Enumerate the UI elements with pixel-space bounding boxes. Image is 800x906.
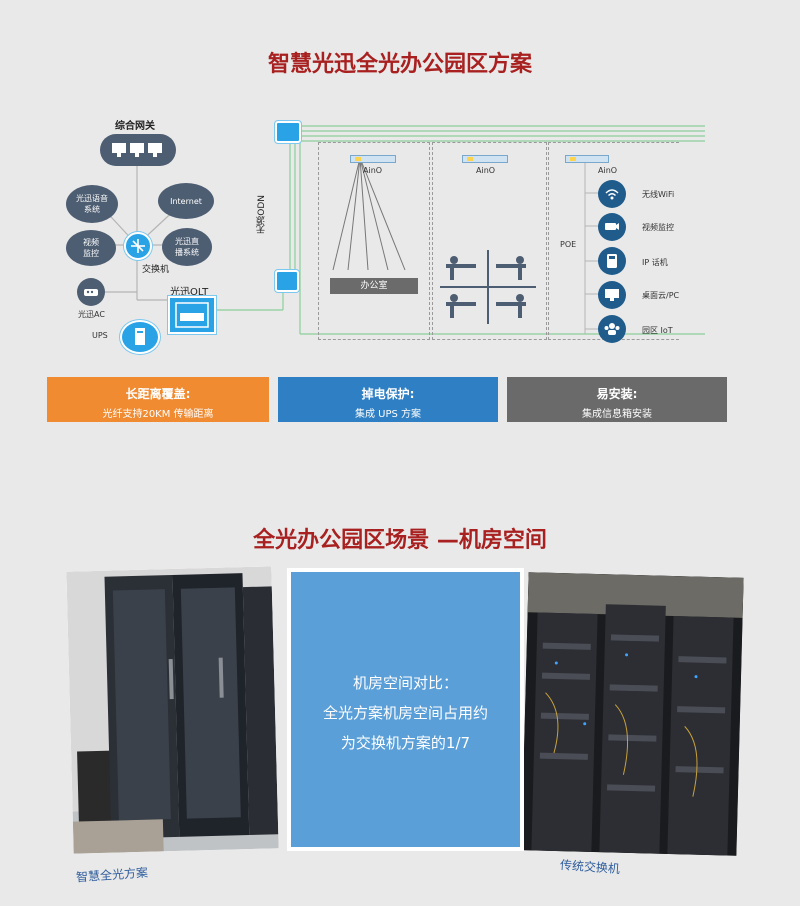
cloud-live-broadcast: 光迅直 播系统 (162, 228, 212, 266)
feature-subtitle: 集成信息箱安装 (582, 409, 652, 420)
feature-title: 掉电保护: (361, 387, 415, 401)
feature-subtitle: 光纤支持20KM 传输距离 (102, 409, 214, 420)
ac-label: 光迅AC (78, 310, 105, 319)
cloud-label: 光迅直 播系统 (175, 237, 199, 257)
ac-icon (77, 278, 105, 306)
caption-traditional-switch: 传统交换机 (559, 857, 621, 877)
office-desks-icon (440, 250, 536, 324)
caption-optical-solution: 智慧全光方案 (75, 865, 149, 885)
monitor-icon (598, 281, 626, 309)
device-label-phone: IP 话机 (642, 258, 668, 267)
feature-subtitle: 集成 UPS 方案 (354, 409, 422, 420)
gateway-label: 综合网关 (115, 121, 155, 132)
feature-title: 易安装: (596, 387, 638, 401)
splitter-mid-icon (275, 270, 299, 292)
poe-label: POE (560, 240, 577, 249)
compare-panel: 机房空间对比： 全光方案机房空间占用约 为交换机方案的1/7 (291, 572, 520, 847)
ups-icon (120, 320, 160, 354)
photo-traditional-switch-room (521, 572, 744, 856)
feature-easy-install: 易安装: 集成信息箱安装 (507, 377, 727, 422)
compare-text: 机房空间对比： 全光方案机房空间占用约 为交换机方案的1/7 (291, 668, 520, 758)
feature-title: 长距离覆盖: (125, 387, 191, 401)
olt-device-icon (168, 296, 216, 334)
phone-icon (598, 247, 626, 275)
cloud-video-surveillance: 视频 监控 (66, 230, 116, 266)
aino-device-icon (350, 155, 396, 163)
cloud-voice-system: 光迅语音 系统 (66, 185, 118, 223)
device-label-iot: 园区 IoT (642, 326, 673, 335)
aino-label: AinO (598, 166, 618, 175)
cloud-label: 视频 监控 (83, 238, 99, 258)
compare-line-1: 机房空间对比： (352, 674, 458, 692)
office-zone-right (432, 142, 547, 340)
gateway-icon (100, 134, 176, 166)
office-zone-left (318, 142, 430, 340)
device-label-camera: 视频监控 (642, 223, 674, 232)
camera-icon (598, 213, 626, 241)
compare-panel-frame: 机房空间对比： 全光方案机房空间占用约 为交换机方案的1/7 (287, 568, 524, 851)
aino-label: AinO (363, 166, 383, 175)
network-lines (92, 125, 705, 335)
switch-label: 交换机 (142, 265, 170, 275)
compare-line-3: 为交换机方案的1/7 (340, 734, 471, 752)
feature-power-protection: 掉电保护: 集成 UPS 方案 (278, 377, 498, 422)
olt-label: 光迅OLT (170, 287, 209, 298)
page-title: 智慧光迅全光办公园区方案 (267, 52, 532, 77)
device-label-wifi: 无线WiFi (642, 190, 675, 199)
splitter-top-icon (275, 121, 301, 143)
cloud-label: Internet (170, 196, 202, 206)
aino-label: AinO (476, 166, 496, 175)
section-title: 全光办公园区场景 —机房空间 (253, 528, 547, 553)
ups-label: UPS (92, 331, 108, 340)
feature-long-distance: 长距离覆盖: 光纤支持20KM 传输距离 (47, 377, 269, 422)
aino-device-icon (462, 155, 508, 163)
cloud-label: 光迅语音 系统 (76, 194, 108, 214)
compare-line-2: 全光方案机房空间占用约 (322, 704, 488, 722)
office-label: 办公室 (330, 278, 418, 294)
device-label-pc: 桌面云/PC (642, 291, 680, 300)
odn-label: 无源ODN (257, 195, 267, 234)
photo-optical-server-room (66, 566, 279, 854)
cloud-internet: Internet (158, 183, 214, 219)
wifi-icon (598, 180, 626, 208)
switch-icon (124, 232, 152, 260)
people-icon (598, 315, 626, 343)
aino-device-icon (565, 155, 609, 163)
